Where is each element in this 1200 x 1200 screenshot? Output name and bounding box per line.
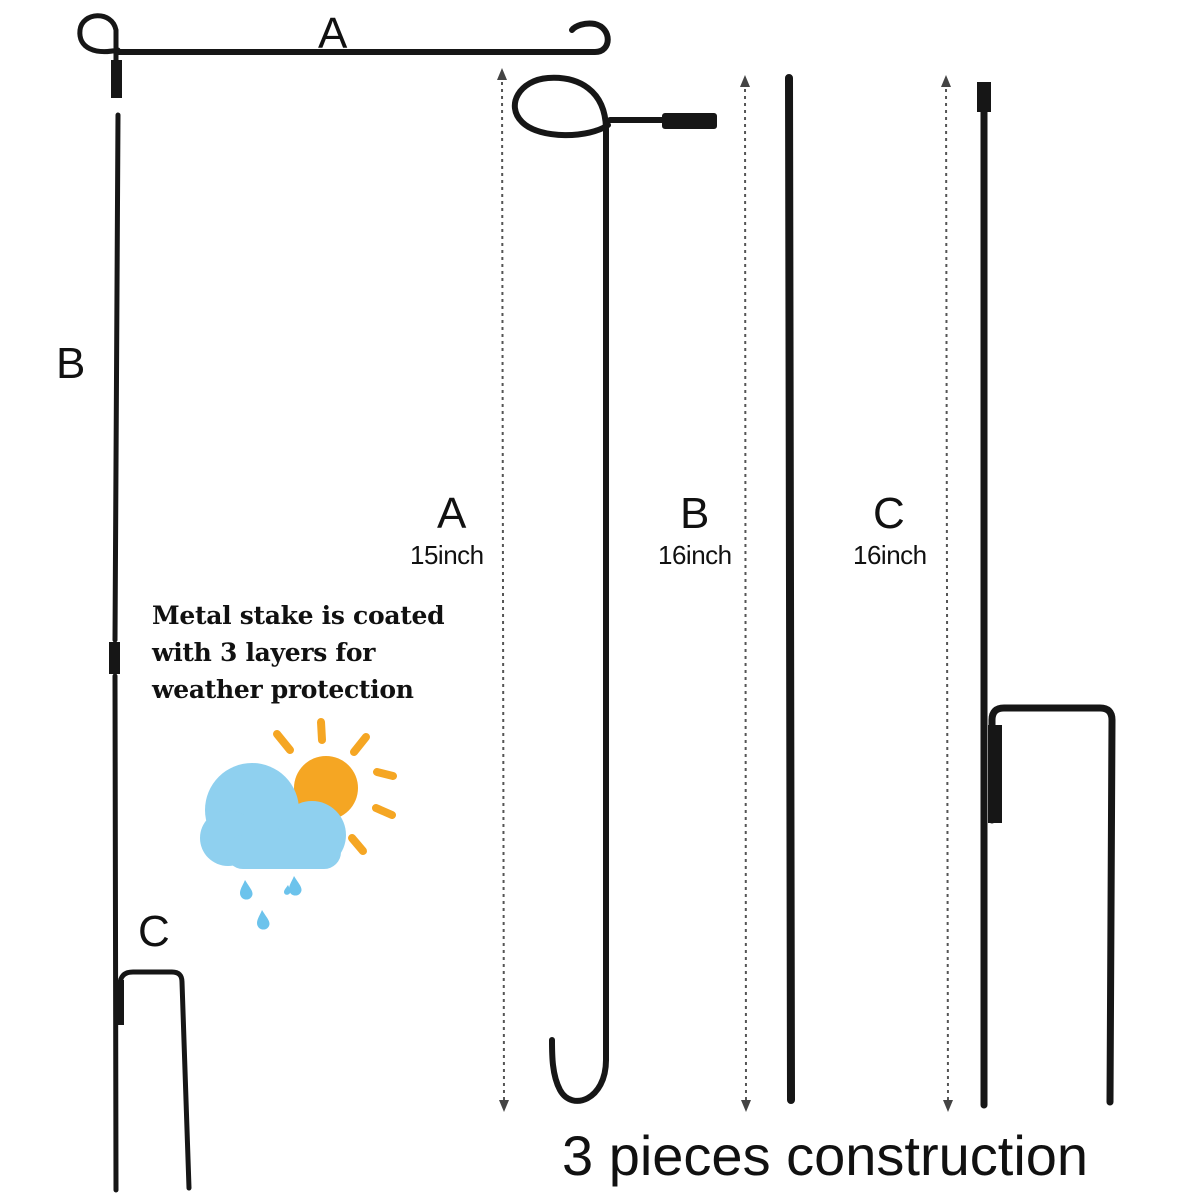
piece-a-letter: A <box>437 489 467 538</box>
construction-caption: 3 pieces construction <box>562 1124 1089 1187</box>
label-top-bar-a: A <box>318 9 348 58</box>
dimension-line-c <box>945 81 949 1106</box>
piece-a-hook-rod <box>511 74 717 1104</box>
piece-b-straight-pole <box>785 74 795 1104</box>
arrow-up-c <box>941 75 951 87</box>
coating-note-line-1: Metal stake is coated <box>152 601 445 630</box>
assembled-top-bar-a <box>77 13 611 98</box>
arrow-down-b <box>741 1100 751 1112</box>
piece-a-length: 15inch <box>410 540 484 570</box>
arrow-up-b <box>740 75 750 87</box>
piece-c-stake <box>977 82 1116 1109</box>
piece-b-letter: B <box>680 489 710 538</box>
arrow-down-c <box>943 1100 953 1112</box>
coating-note-line-2: with 3 layers for <box>152 638 376 667</box>
label-pole-b: B <box>56 339 86 388</box>
dimension-line-a <box>501 74 505 1106</box>
sun-cloud-rain-icon <box>200 718 397 930</box>
arrow-down-a <box>499 1100 509 1112</box>
label-stake-c: C <box>138 907 170 956</box>
arrow-up-a <box>497 68 507 80</box>
piece-b-length: 16inch <box>658 540 732 570</box>
piece-c-length: 16inch <box>853 540 927 570</box>
coating-note-line-3: weather protection <box>152 675 414 704</box>
assembled-pole-b <box>109 112 121 1193</box>
assembled-stake-c <box>114 969 192 1191</box>
coating-note: Metal stake is coated with 3 layers for … <box>152 597 482 708</box>
dimension-line-b <box>744 81 747 1106</box>
piece-c-letter: C <box>873 489 905 538</box>
